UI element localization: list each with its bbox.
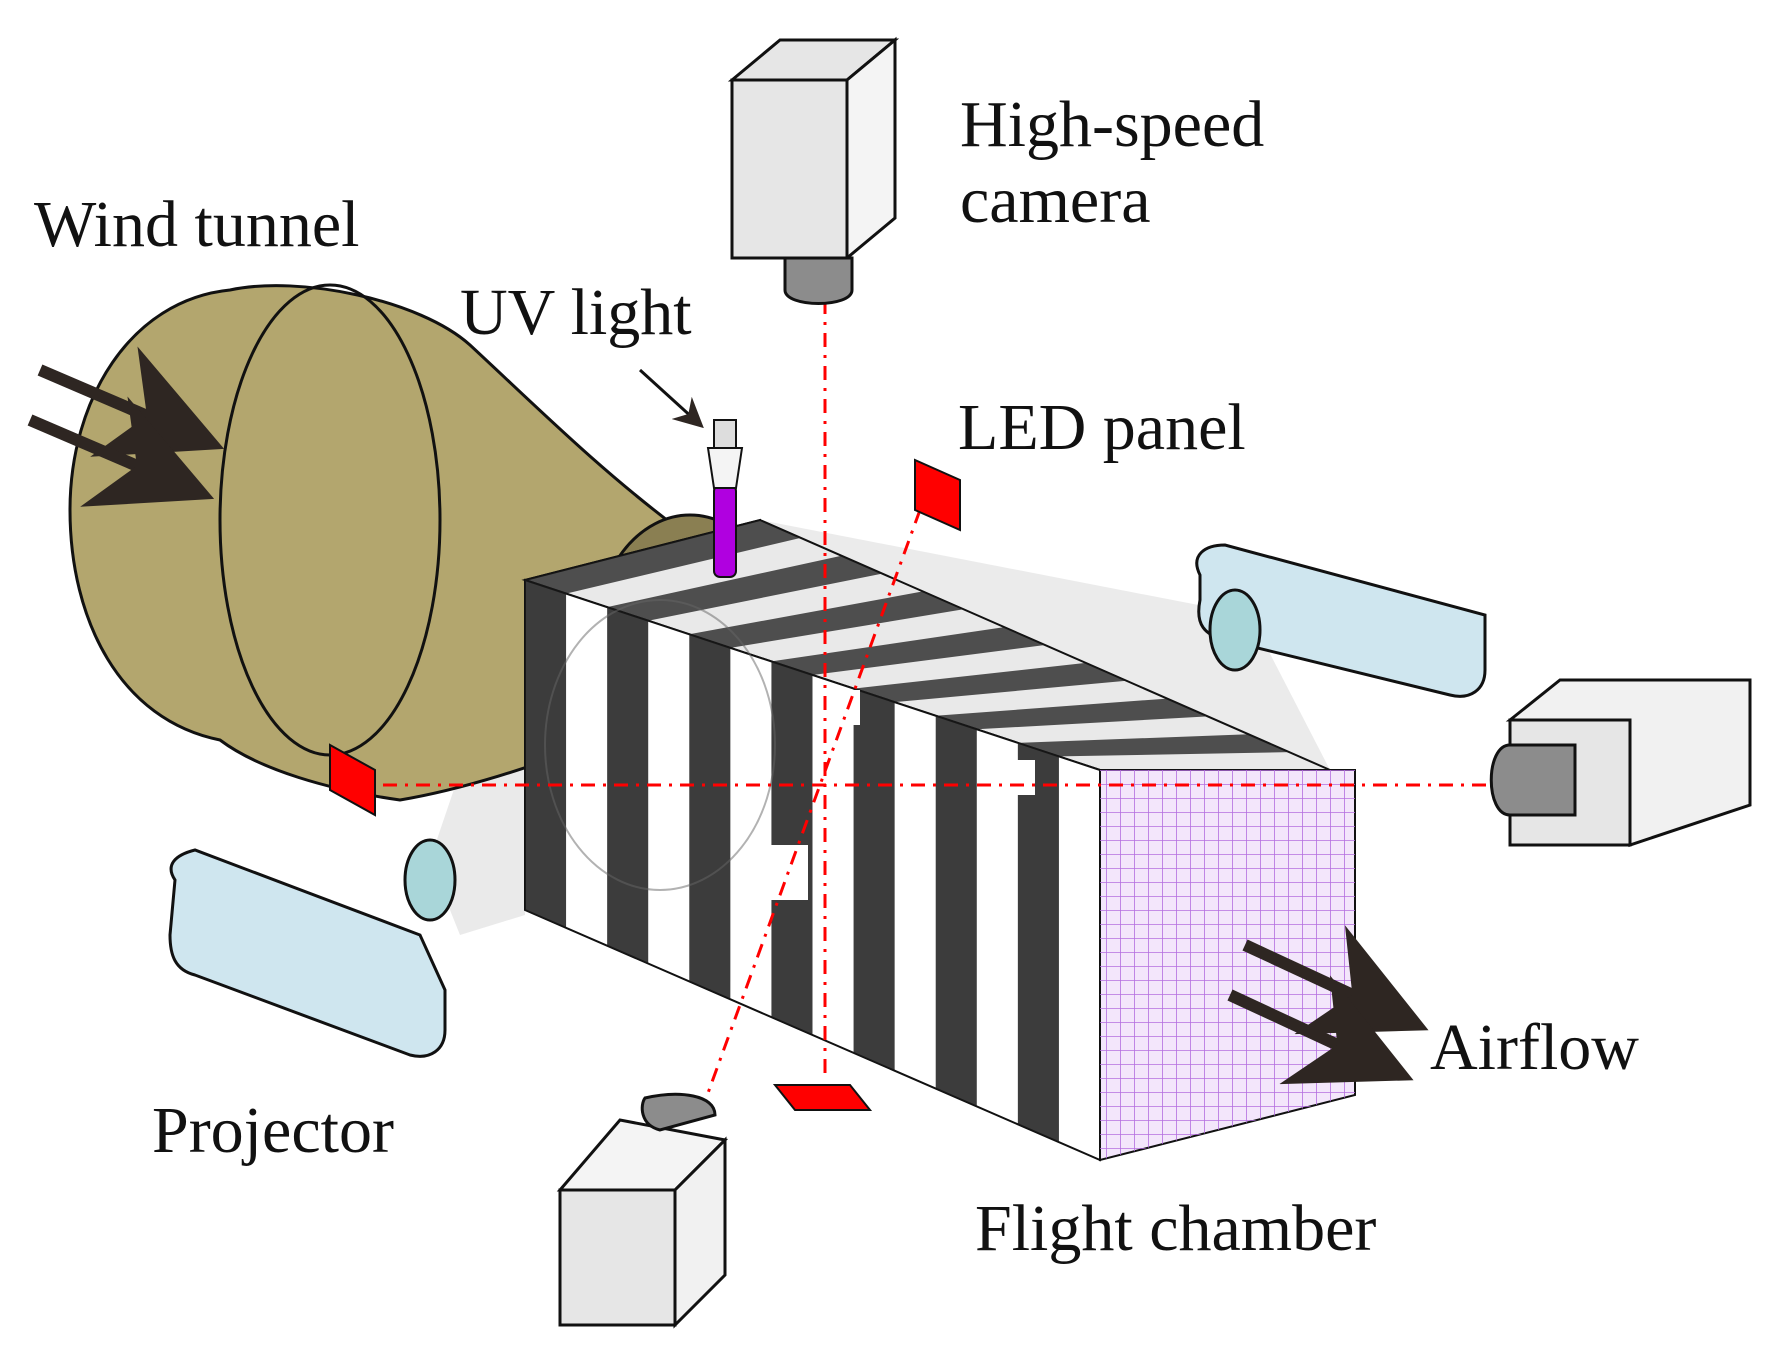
side-stripe xyxy=(1017,742,1059,1143)
camera-bottom-lens xyxy=(640,1092,717,1132)
wind-tunnel-label: Wind tunnel xyxy=(34,188,360,261)
top-stripe xyxy=(935,698,1208,730)
airflow-arrow-2 xyxy=(1227,975,1414,1085)
camera-bottom-side xyxy=(673,1136,727,1329)
projector-right-lens xyxy=(1208,588,1262,672)
marker-2 xyxy=(840,690,860,725)
high-speed-camera-bottom xyxy=(556,1092,729,1329)
marker-3 xyxy=(1005,760,1035,795)
led-panel-left xyxy=(329,743,376,817)
uv-lamp-base xyxy=(706,447,744,489)
high-speed-camera-right xyxy=(1489,678,1752,848)
diagonal-axis xyxy=(698,509,922,1116)
side-stripe xyxy=(853,688,895,1071)
optical-axes xyxy=(350,300,1505,1116)
projector-right xyxy=(1195,543,1487,698)
high-speed-camera-label-1: High-speed xyxy=(960,88,1265,161)
projector-left-lens xyxy=(403,838,457,922)
chamber-end-grid xyxy=(1100,770,1355,1160)
uv-light-label: UV light xyxy=(460,276,692,349)
camera-right-top xyxy=(1505,678,1752,848)
top-stripe xyxy=(771,627,1045,675)
tunnel-outlet-reflection xyxy=(544,599,776,891)
uv-lamp-tube xyxy=(713,484,737,578)
projector-left xyxy=(168,838,457,1058)
inflow-arrow-2 xyxy=(27,396,215,507)
uv-light xyxy=(638,368,744,578)
camera-front-face xyxy=(730,78,849,260)
projector-right-body xyxy=(1195,543,1487,698)
led-panel-bottom xyxy=(772,1084,873,1111)
side-stripe xyxy=(689,634,731,1000)
led-panel-label: LED panel xyxy=(958,391,1246,464)
camera-right-lens xyxy=(1489,743,1577,817)
side-stripe xyxy=(935,715,977,1107)
marker-1 xyxy=(585,760,607,792)
high-speed-camera-label-2: camera xyxy=(960,164,1151,237)
led-panel-top xyxy=(914,458,961,532)
projector-left-body xyxy=(168,848,447,1058)
top-stripe xyxy=(853,662,1127,703)
flight-chamber-label: Flight chamber xyxy=(975,1192,1377,1265)
camera-side-face xyxy=(845,36,897,262)
uv-lamp-socket xyxy=(713,419,737,449)
camera-lens xyxy=(783,256,854,305)
top-stripe xyxy=(607,555,883,621)
airflow-label: Airflow xyxy=(1430,1011,1639,1084)
uv-pointer-arrow xyxy=(638,368,704,429)
camera-bottom-front xyxy=(558,1188,677,1327)
high-speed-camera-top xyxy=(727,36,900,305)
top-stripe xyxy=(1017,734,1290,757)
projector-label: Projector xyxy=(152,1094,394,1167)
